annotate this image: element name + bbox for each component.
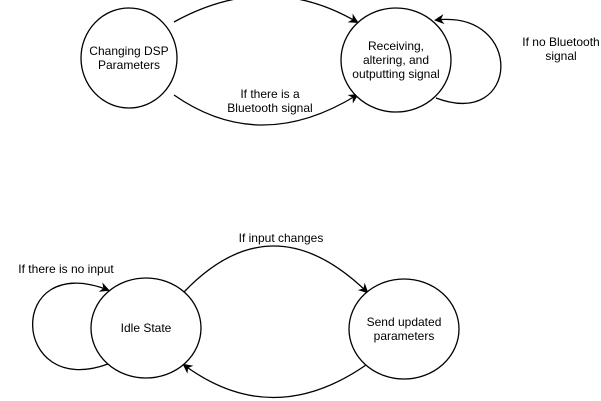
- edge-label-no-input: If there is no input: [18, 262, 113, 276]
- edge-label-line: If there is no input: [18, 262, 114, 276]
- node-label-line: altering, and: [362, 53, 430, 67]
- edge-changing-to-receiving-bottom: [173, 93, 359, 126]
- edge-label-no-bluetooth: If no Bluetooth signal: [522, 35, 599, 63]
- edge-label-line: If input changes: [238, 231, 324, 245]
- edge-receiving-self-loop: [434, 14, 502, 105]
- edge-label-line: Bluetooth signal: [227, 101, 313, 115]
- node-receiving: [340, 7, 452, 113]
- edge-idle-self-loop: [31, 282, 110, 371]
- node-label-line: parameters: [373, 329, 435, 343]
- edge-label-input-changes: If input changes: [239, 231, 324, 245]
- node-send-updated: [348, 278, 460, 380]
- node-label-line: Changing DSP: [89, 44, 169, 58]
- edge-label-bluetooth-signal: If there is a Bluetooth signal: [227, 87, 312, 115]
- node-label-idle-state: Idle State: [121, 321, 172, 335]
- node-label-changing-dsp: Changing DSP Parameters: [89, 44, 168, 72]
- node-label-line: Receiving,: [367, 39, 425, 53]
- edge-idle-to-send-updated: [183, 245, 369, 294]
- edge-send-updated-to-idle: [182, 363, 367, 399]
- node-label-line: outputting signal: [352, 67, 440, 81]
- node-label-line: Send updated: [366, 315, 442, 329]
- node-label-receiving: Receiving, altering, and outputting sign…: [352, 39, 439, 81]
- node-idle-state: [90, 277, 202, 379]
- edge-changing-to-receiving-top: [173, 0, 359, 24]
- node-label-send-updated: Send updated parameters: [367, 315, 442, 343]
- edge-label-line: signal: [545, 49, 577, 63]
- edge-label-line: If no Bluetooth: [522, 35, 600, 49]
- node-label-line: Parameters: [97, 58, 161, 72]
- node-changing-dsp: [80, 7, 178, 109]
- edge-label-line: If there is a: [240, 87, 300, 101]
- node-label-line: Idle State: [120, 321, 172, 335]
